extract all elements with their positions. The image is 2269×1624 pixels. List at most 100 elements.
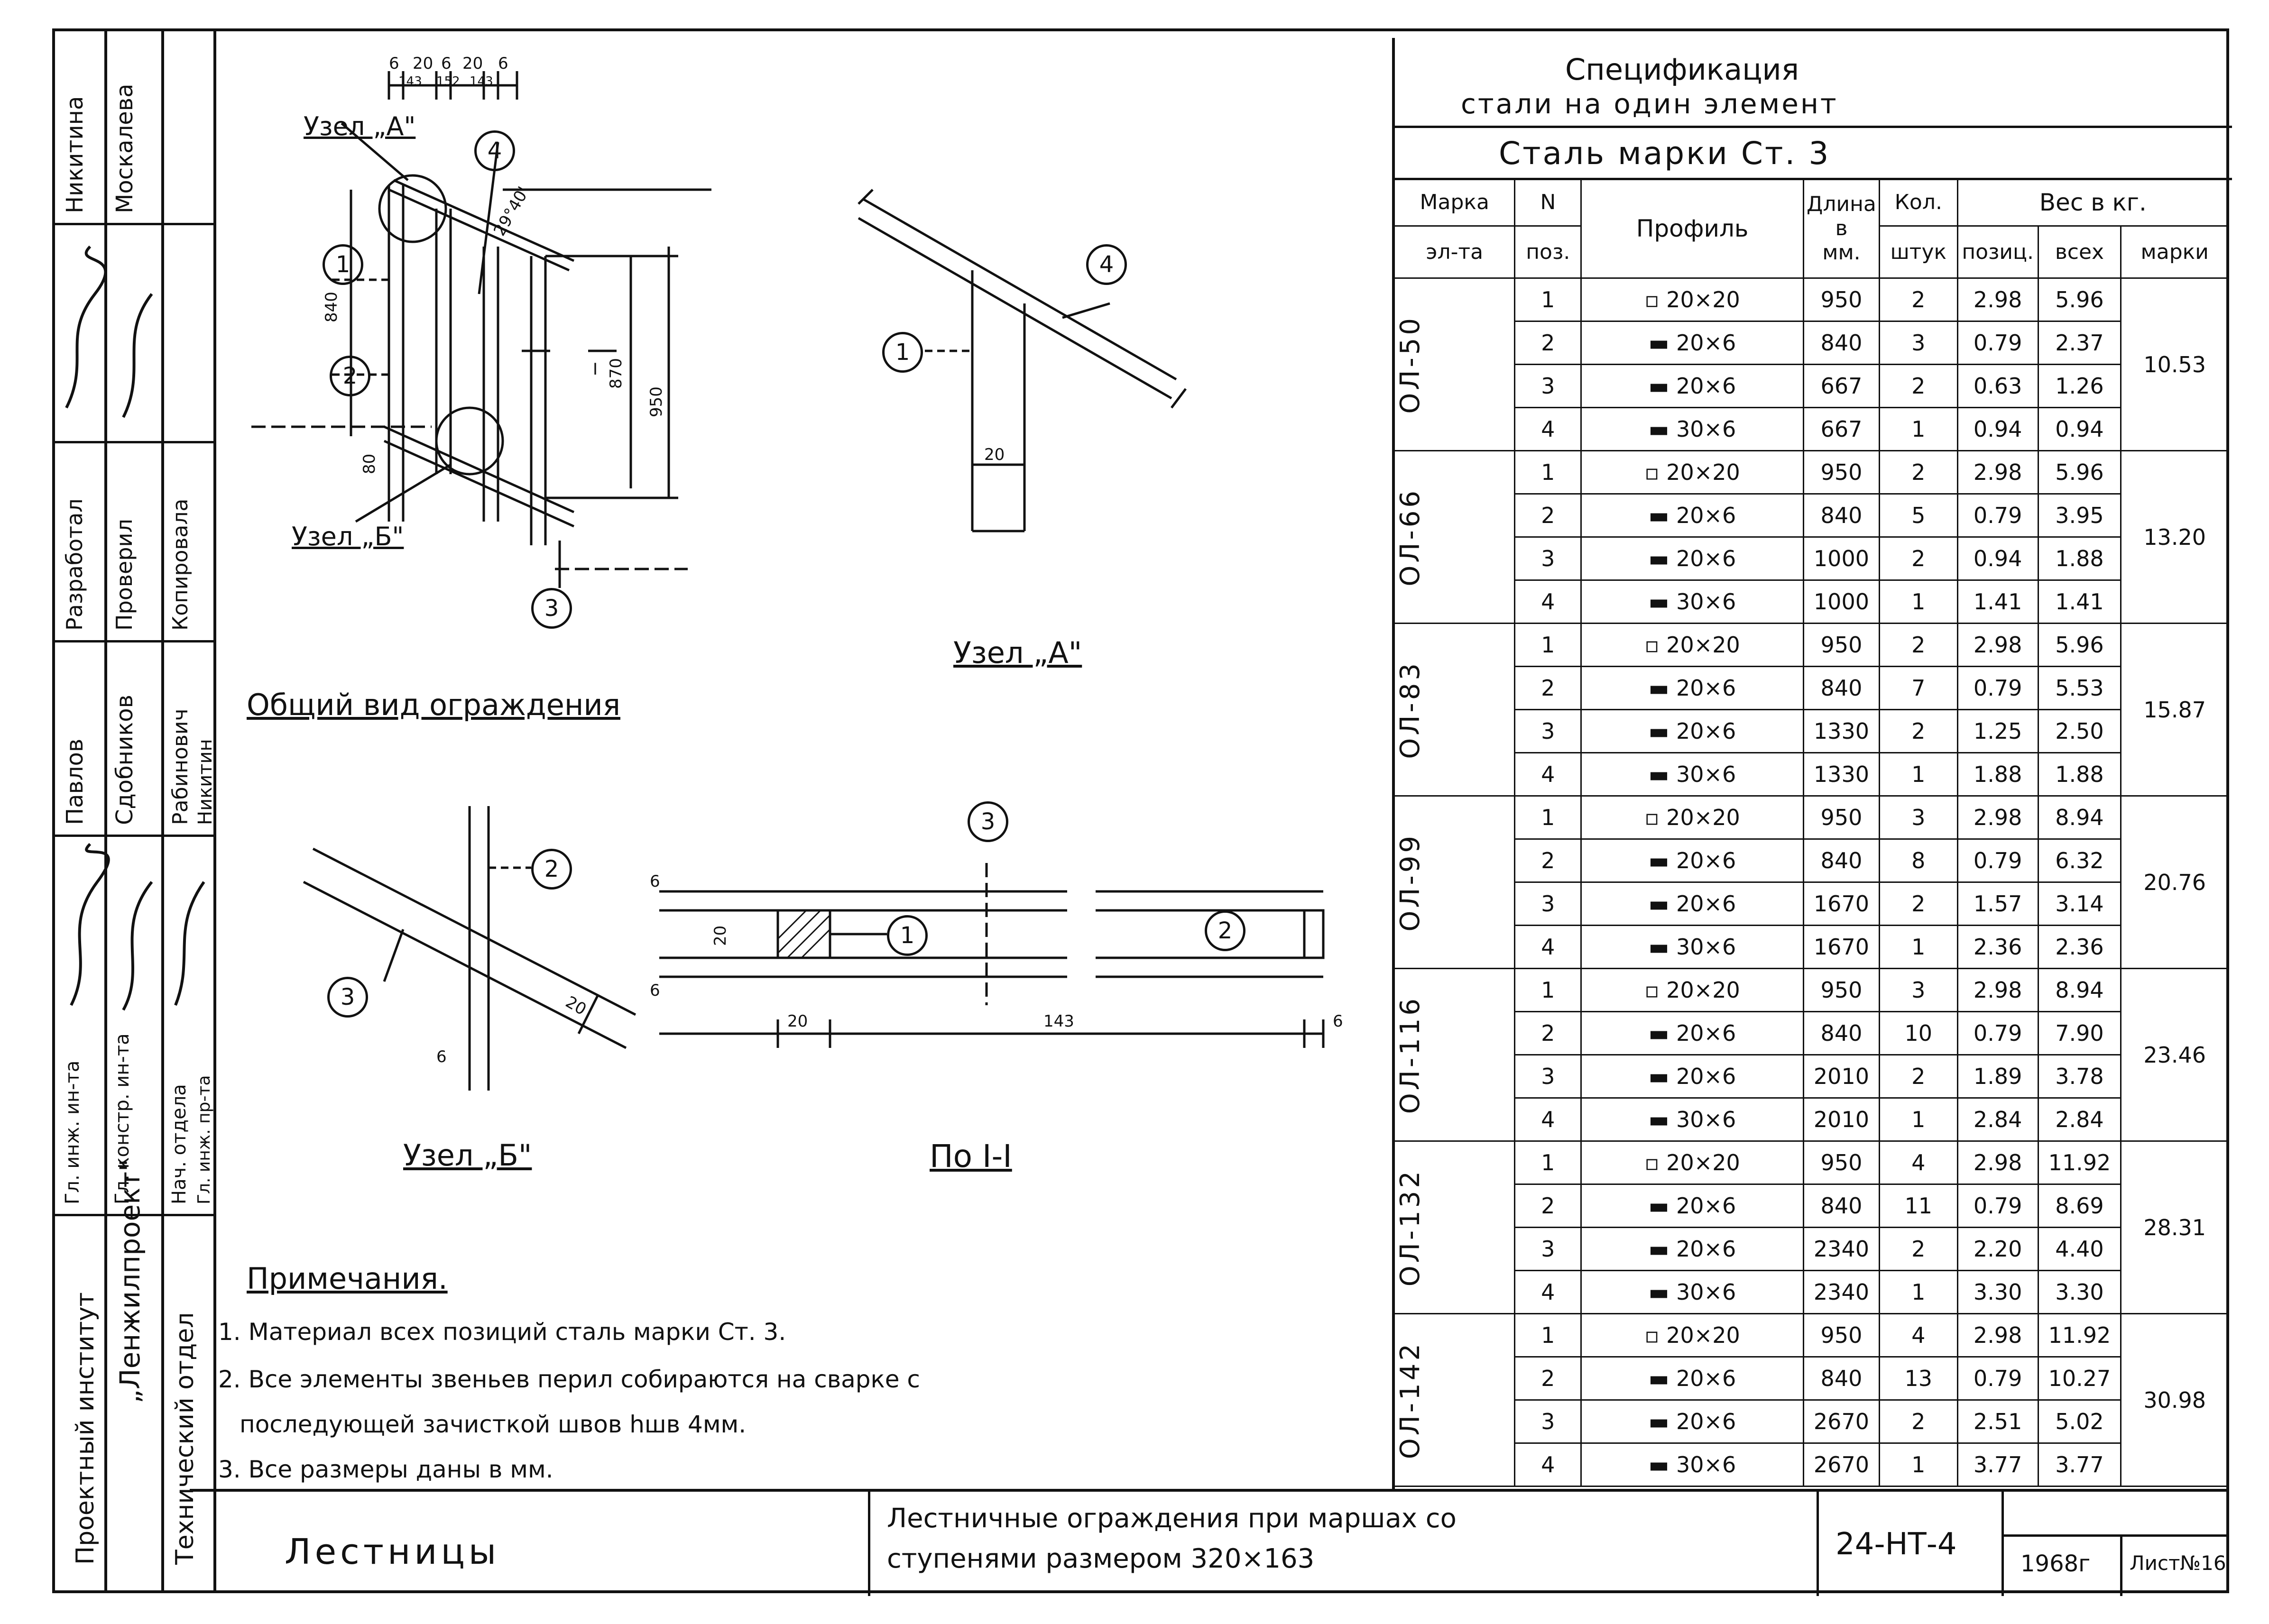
header-weight: Вес в кг. <box>1956 178 2230 227</box>
cell-wall: 6.32 <box>2037 838 2122 883</box>
element-mark: ОЛ-83 <box>1395 660 1426 759</box>
cell-wall: 11.92 <box>2037 1313 2122 1358</box>
section-drawing: 6 6 20 20 143 6 <box>650 863 1343 1048</box>
cell-n: 2 <box>1514 1184 1582 1228</box>
cell-len: 840 <box>1802 1184 1880 1228</box>
cell-qty: 8 <box>1878 838 1958 883</box>
cell-total-weight: 28.31 <box>2120 1140 2229 1314</box>
cell-profile: ▫ 20×20 <box>1580 795 1804 840</box>
cell-profile: ▬ 20×6 <box>1580 881 1804 926</box>
header-n: N <box>1514 178 1582 227</box>
cell-qty: 1 <box>1878 1270 1958 1314</box>
element-mark: ОЛ-116 <box>1395 995 1426 1114</box>
cell-len: 840 <box>1802 1011 1880 1055</box>
cell-n: 1 <box>1514 450 1582 495</box>
dim-top-6b: 6 <box>441 54 452 73</box>
cell-wpos: 2.98 <box>1956 1313 2039 1358</box>
section-dim-6-top: 6 <box>650 872 660 891</box>
node-b-title: Узел „Б" <box>403 1138 532 1173</box>
element-mark: ОЛ-50 <box>1395 315 1426 414</box>
cell-n: 3 <box>1514 536 1582 581</box>
cell-n: 2 <box>1514 1011 1582 1055</box>
element-mark: ОЛ-66 <box>1395 487 1426 587</box>
cell-qty: 2 <box>1878 1399 1958 1444</box>
cell-wall: 1.26 <box>2037 364 2122 408</box>
cell-n: 4 <box>1514 1270 1582 1314</box>
row-mark-cell: ОЛ-66 <box>1393 450 1516 624</box>
cell-wpos: 2.20 <box>1956 1227 2039 1271</box>
cell-wall: 10.27 <box>2037 1356 2122 1401</box>
element-mark: ОЛ-99 <box>1395 833 1426 932</box>
cell-len: 1670 <box>1802 881 1880 926</box>
dim-top-143b: 143 <box>470 74 493 89</box>
cell-wpos: 2.98 <box>1956 277 2039 322</box>
cell-profile: ▬ 30×6 <box>1580 579 1804 624</box>
cell-n: 2 <box>1514 1356 1582 1401</box>
header-n-sub: поз. <box>1514 225 1582 279</box>
cell-profile: ▬ 20×6 <box>1580 493 1804 538</box>
cell-wpos: 0.79 <box>1956 1356 2039 1401</box>
dim-top-20b: 20 <box>462 54 483 73</box>
node-b-pos-3: 3 <box>327 977 368 1018</box>
row-mark-cell: ОЛ-50 <box>1393 277 1516 451</box>
cell-profile: ▬ 20×6 <box>1580 1054 1804 1099</box>
cell-wpos: 1.88 <box>1956 752 2039 797</box>
cell-n: 3 <box>1514 1227 1582 1271</box>
cell-profile: ▬ 20×6 <box>1580 1184 1804 1228</box>
cell-len: 950 <box>1802 623 1880 667</box>
section-dim-143: 143 <box>1043 1012 1074 1031</box>
cell-wall: 2.36 <box>2037 925 2122 969</box>
section-pos-2: 2 <box>1205 910 1245 951</box>
cell-qty: 10 <box>1878 1011 1958 1055</box>
section-pos-1: 1 <box>887 915 928 956</box>
cell-n: 4 <box>1514 407 1582 451</box>
cell-len: 667 <box>1802 407 1880 451</box>
header-weight-all: всех <box>2037 225 2122 279</box>
cell-wall: 5.96 <box>2037 450 2122 495</box>
cell-profile: ▫ 20×20 <box>1580 968 1804 1012</box>
cell-wpos: 1.89 <box>1956 1054 2039 1099</box>
cell-qty: 2 <box>1878 623 1958 667</box>
cell-wall: 3.95 <box>2037 493 2122 538</box>
cell-qty: 1 <box>1878 752 1958 797</box>
cell-len: 840 <box>1802 321 1880 365</box>
row-mark-cell: ОЛ-116 <box>1393 968 1516 1142</box>
header-mark: Марка <box>1393 178 1516 227</box>
title-year: 1968г <box>2020 1551 2091 1577</box>
cell-wall: 8.94 <box>2037 968 2122 1012</box>
dim-top-6a: 6 <box>389 54 399 73</box>
section-dim-6-bottom: 6 <box>650 981 660 1000</box>
cell-qty: 2 <box>1878 709 1958 753</box>
cell-len: 950 <box>1802 450 1880 495</box>
cell-wall: 5.96 <box>2037 277 2122 322</box>
cell-profile: ▬ 30×6 <box>1580 752 1804 797</box>
cell-profile: ▬ 20×6 <box>1580 536 1804 581</box>
header-weight-mark: марки <box>2120 225 2229 279</box>
cell-wall: 4.40 <box>2037 1227 2122 1271</box>
cell-n: 4 <box>1514 579 1582 624</box>
dim-top-143a: 143 <box>398 74 422 89</box>
cell-len: 840 <box>1802 838 1880 883</box>
cell-wall: 2.50 <box>2037 709 2122 753</box>
cell-n: 2 <box>1514 838 1582 883</box>
cell-n: 1 <box>1514 623 1582 667</box>
row-mark-cell: ОЛ-83 <box>1393 623 1516 797</box>
cell-len: 1000 <box>1802 579 1880 624</box>
cell-qty: 3 <box>1878 968 1958 1012</box>
cell-len: 840 <box>1802 493 1880 538</box>
section-dim-20-vertical: 20 <box>711 926 730 946</box>
left-stamp-block: Проектный институт „Ленжилпроект" Технич… <box>52 28 216 1593</box>
section-mark-left: I <box>529 360 534 379</box>
cell-len: 1670 <box>1802 925 1880 969</box>
notes-title: Примечания. <box>247 1261 448 1296</box>
